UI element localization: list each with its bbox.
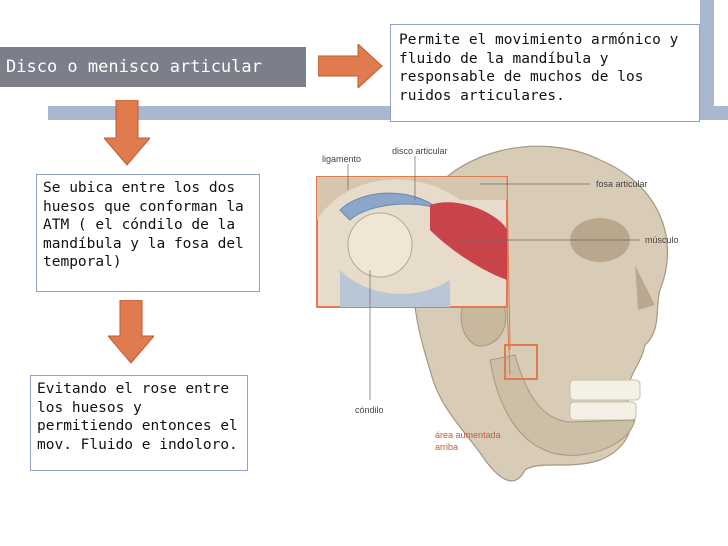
right-arrow-icon: [318, 44, 383, 88]
inset-muscle: [430, 202, 507, 280]
slide-title: Disco o menisco articular: [0, 47, 306, 87]
down-arrow-icon: [104, 100, 150, 166]
nasal-area: [635, 265, 655, 310]
divider-line-vertical: [700, 0, 714, 120]
function-description: Permite el movimiento armónico y fluido …: [390, 24, 700, 122]
inset-condyle: [347, 212, 413, 278]
tmj-skull-illustration: ligamento disco articular fosa articular…: [316, 145, 679, 482]
upper-teeth: [569, 379, 641, 401]
label-condilo: cóndilo: [355, 405, 384, 415]
location-description: Se ubica entre los dos huesos que confor…: [36, 174, 260, 292]
label-area: área aumentada: [435, 430, 501, 440]
purpose-description: Evitando el rose entre los huesos y perm…: [30, 375, 248, 471]
label-fosa: fosa articular: [596, 179, 648, 189]
down-arrow-icon: [108, 300, 154, 364]
inset-ligament: [340, 270, 450, 307]
inset-fossa: [317, 177, 507, 220]
lower-teeth: [569, 401, 637, 421]
label-area-line2: arriba: [435, 442, 458, 452]
label-ligamento: ligamento: [322, 154, 361, 164]
label-musculo: músculo: [645, 235, 679, 245]
mandible: [489, 354, 636, 456]
highlight-area: [504, 344, 538, 380]
label-disco: disco articular: [392, 146, 448, 156]
